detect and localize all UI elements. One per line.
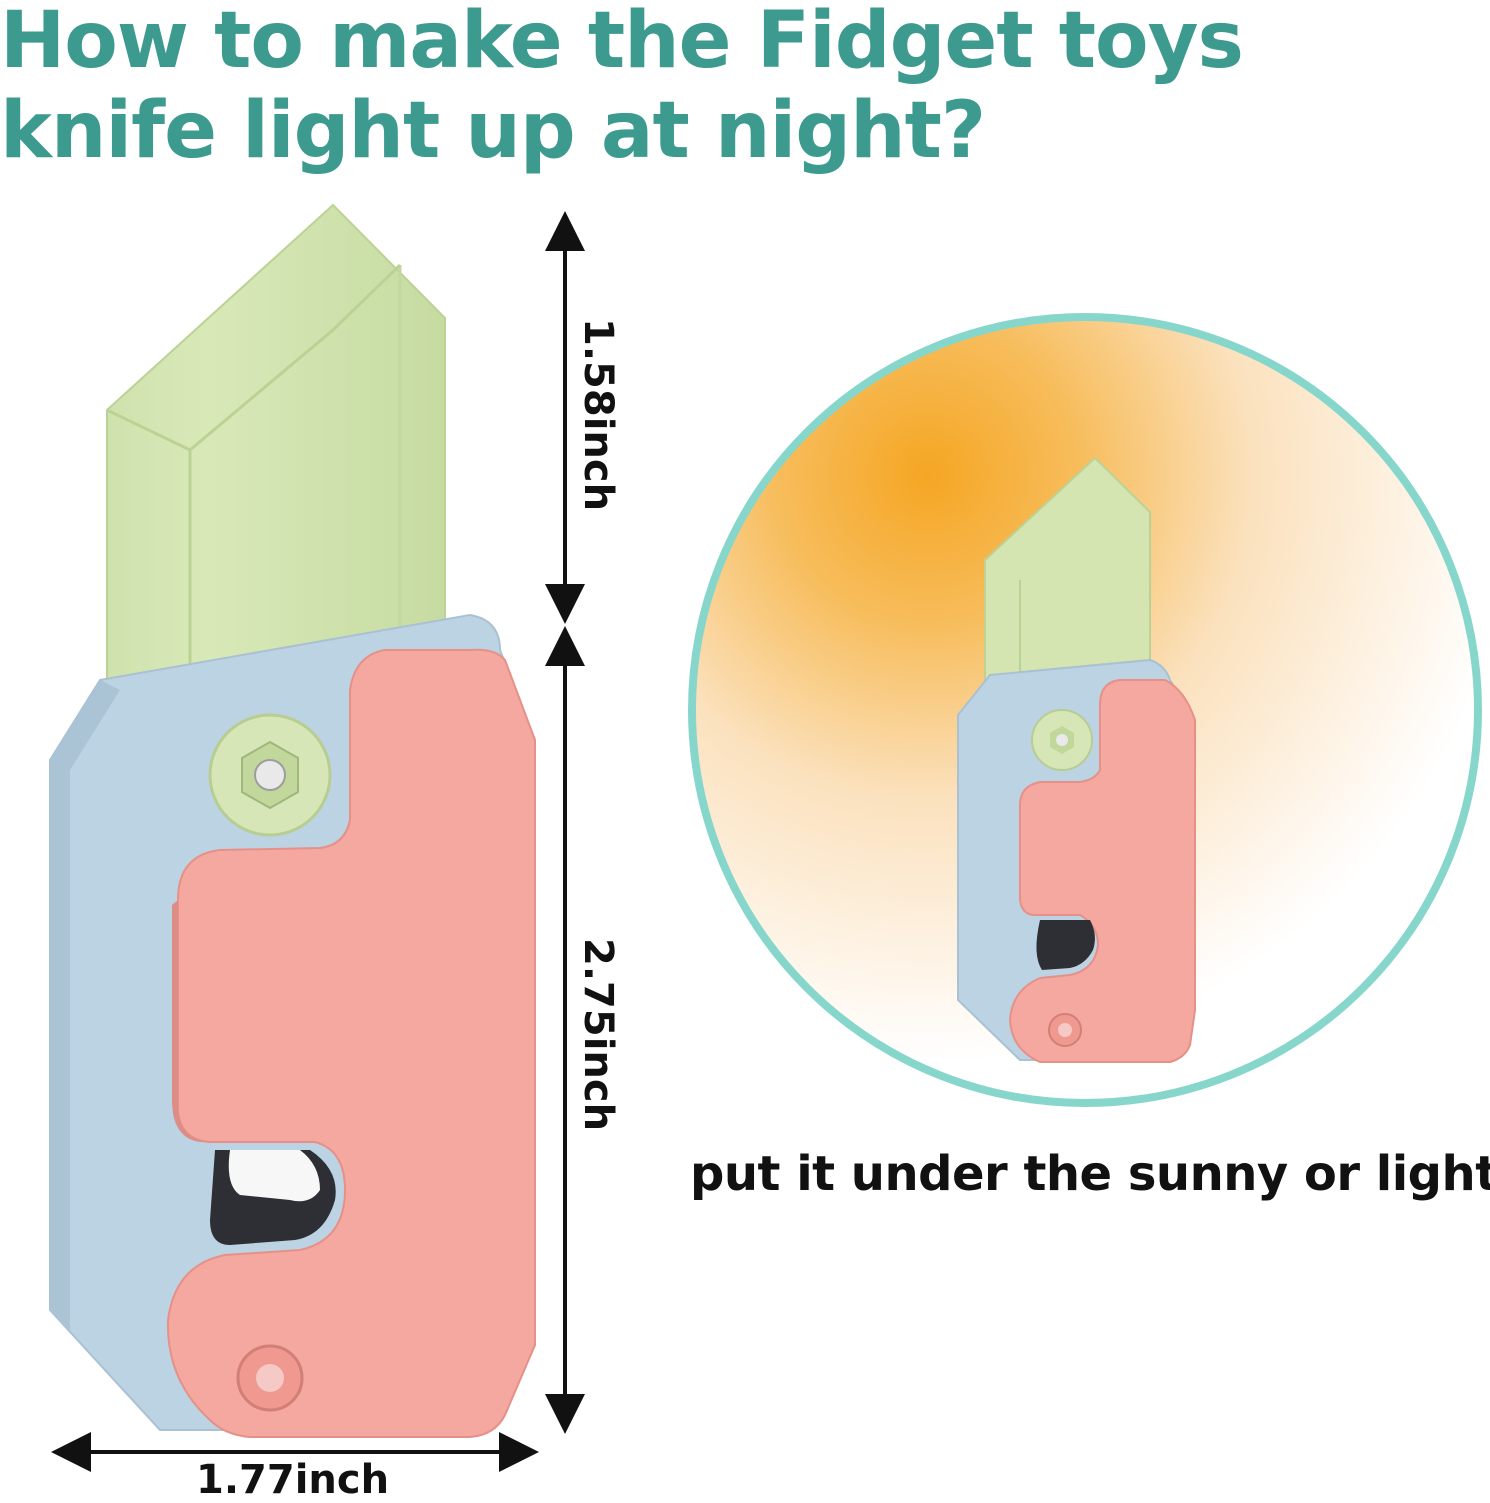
small-knife-blade — [984, 456, 1151, 691]
small-knife-handle-pink — [1008, 679, 1196, 1063]
small-knife — [957, 456, 1196, 1063]
large-knife — [49, 203, 536, 1438]
headline-line-2: knife light up at night? — [0, 86, 986, 176]
width-label: 1.77inch — [196, 1457, 390, 1503]
circle-ring — [688, 313, 1482, 1107]
handle-height-label: 2.75inch — [575, 938, 621, 1132]
headline: How to make the Fidget toys knife light … — [0, 0, 1490, 176]
dimension-lines — [51, 211, 585, 1472]
large-knife-blade — [106, 203, 446, 691]
blade-height-label: 1.58inch — [575, 318, 621, 512]
caption: put it under the sunny or light — [690, 1146, 1490, 1202]
headline-line-1: How to make the Fidget toys — [0, 0, 1244, 86]
glow-circle — [688, 313, 1482, 1107]
